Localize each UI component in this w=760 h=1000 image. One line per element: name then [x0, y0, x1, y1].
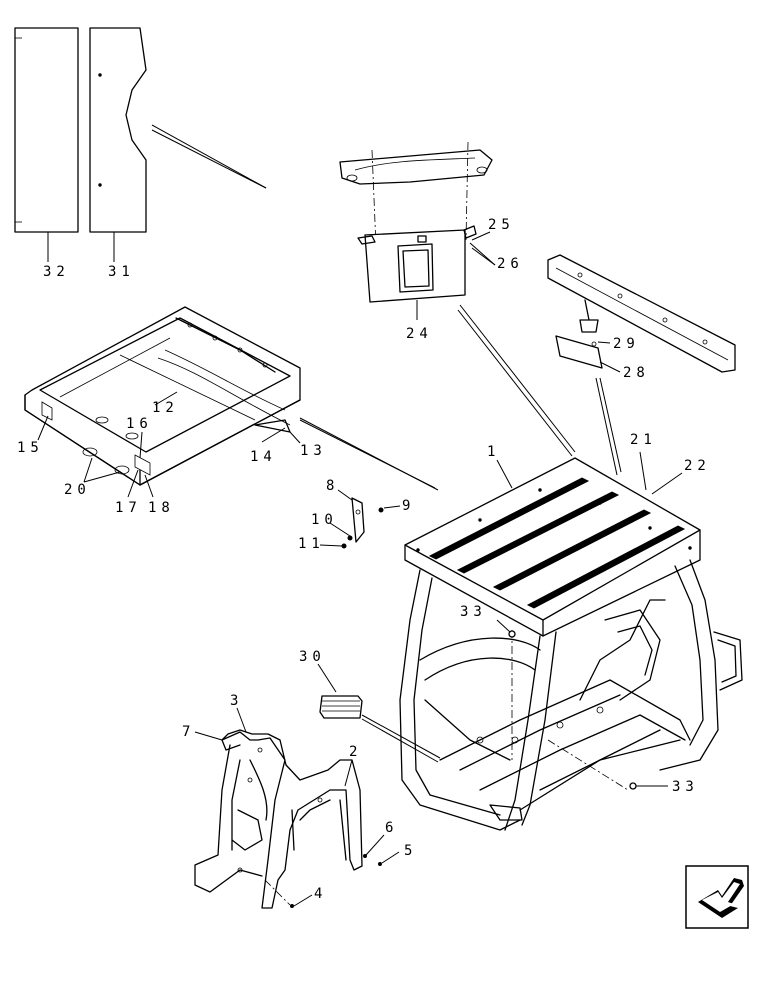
- grommet-30: [319, 695, 363, 719]
- callout-28: 28: [623, 365, 650, 381]
- callout-31: 31: [108, 264, 135, 280]
- callout-3: 3: [230, 693, 243, 709]
- callout-17: 17: [115, 500, 142, 516]
- callout-26: 26: [497, 256, 524, 272]
- callout-20: 20: [64, 482, 91, 498]
- callout-22: 22: [684, 458, 711, 474]
- callout-9: 9: [402, 498, 415, 514]
- cab-frame: [399, 559, 743, 831]
- callout-11: 11: [298, 536, 325, 552]
- callout-8: 8: [326, 478, 339, 494]
- next-page-arrow-icon[interactable]: [685, 865, 749, 929]
- panel-31: [89, 27, 147, 233]
- cab-roof: [404, 457, 701, 637]
- panel-32: [14, 27, 79, 233]
- callout-4: 4: [314, 886, 327, 902]
- frame-assembly: [194, 729, 382, 909]
- callout-32: 32: [43, 264, 70, 280]
- callout-labels: 32 31 25 26 24 29 28 12 16 15 14 13 21 2…: [17, 217, 711, 902]
- callout-12: 12: [152, 400, 179, 416]
- callout-1: 1: [487, 444, 500, 460]
- callout-33-top: 33: [460, 604, 487, 620]
- latch-hardware: [341, 497, 384, 549]
- mirror-rail: [547, 254, 736, 373]
- callout-5: 5: [404, 843, 417, 859]
- callout-30: 30: [299, 649, 326, 665]
- callout-2: 2: [349, 744, 362, 760]
- callout-29: 29: [613, 336, 640, 352]
- callout-7: 7: [182, 724, 195, 740]
- callout-18: 18: [148, 500, 175, 516]
- callout-10: 10: [311, 512, 338, 528]
- sun-visor-assembly: [339, 141, 493, 303]
- headliner-tray: [24, 306, 301, 486]
- callout-16: 16: [126, 416, 153, 432]
- callout-24: 24: [406, 326, 433, 342]
- rear-view-mirror: [555, 299, 603, 369]
- callout-25: 25: [488, 217, 515, 233]
- callout-14: 14: [250, 449, 277, 465]
- callout-15: 15: [17, 440, 44, 456]
- callout-13: 13: [300, 443, 327, 459]
- callout-33-bottom: 33: [672, 779, 699, 795]
- callout-6: 6: [385, 820, 398, 836]
- callout-21: 21: [630, 432, 657, 448]
